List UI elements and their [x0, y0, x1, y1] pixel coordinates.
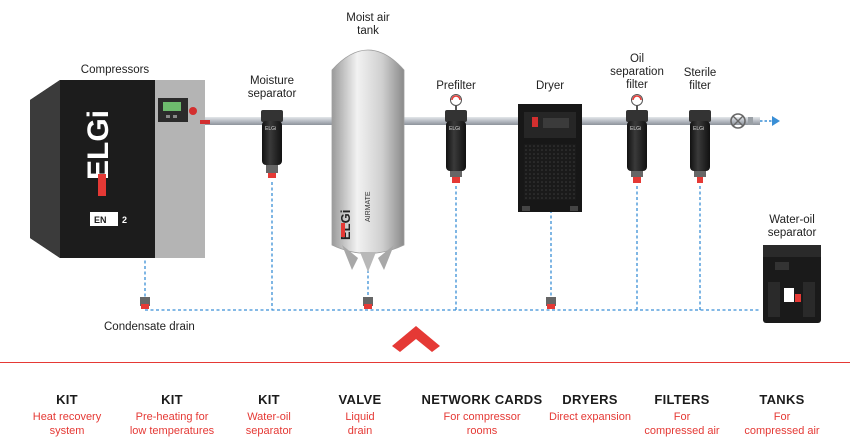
sterile-filter[interactable]: ELGi [689, 110, 711, 183]
compressor-unit[interactable]: ELGi EN 2 [30, 80, 210, 258]
svg-text:ELGi: ELGi [449, 126, 460, 132]
chevron-up-icon[interactable] [392, 322, 440, 352]
category-subtitle: For compressor rooms [443, 411, 521, 437]
category-subtitle: Pre-heating for low temperatures [129, 411, 215, 437]
condensate-drain-lines [144, 182, 760, 311]
label-water-oil-separator: Water-oil separator [767, 214, 817, 239]
category-subtitle: Direct expansion [549, 411, 631, 423]
category-title: DRYERS [562, 392, 618, 407]
condensate-drain-valve[interactable] [140, 297, 150, 309]
category-subtitle: For compressed air [644, 411, 720, 437]
main-air-pipe [205, 117, 760, 125]
elgi-logo: ELGi [82, 110, 115, 196]
divider [0, 362, 850, 363]
svg-text:ELGi: ELGi [82, 110, 115, 180]
category-title: VALVE [338, 392, 382, 407]
svg-text:AIRMATE: AIRMATE [365, 191, 372, 222]
condensate-drain-valve[interactable] [546, 297, 556, 309]
prefilter[interactable]: ELGi [445, 94, 467, 184]
category-title: KIT [56, 392, 78, 407]
compressed-air-system-diagram: ELGi EN 2 ELGi ELGi AIRMATE ELGi [30, 49, 821, 323]
outlet-valve[interactable] [730, 113, 753, 129]
oil-separation-filter[interactable]: ELGi [626, 94, 648, 184]
category-kit-heat-recovery[interactable]: KIT Heat recovery system [7, 392, 127, 438]
category-subtitle: Liquid drain [345, 411, 375, 437]
dryer[interactable] [518, 104, 582, 212]
category-dryers[interactable]: DRYERS Direct expansion [530, 392, 650, 424]
category-tanks[interactable]: TANKS For compressed air [722, 392, 842, 438]
svg-text:ELGi: ELGi [265, 126, 276, 132]
label-moisture-separator: Moisture separator [247, 75, 297, 100]
category-title: NETWORK CARDS [421, 392, 543, 407]
label-sterile-filter: Sterile filter [683, 67, 717, 92]
category-title: KIT [258, 392, 280, 407]
emergency-stop-button [189, 107, 197, 115]
label-compressors: Compressors [80, 64, 150, 76]
svg-text:EN: EN [94, 215, 107, 225]
water-oil-separator[interactable] [763, 245, 821, 323]
category-subtitle: For compressed air [744, 411, 820, 437]
category-network-cards[interactable]: NETWORK CARDS For compressor rooms [412, 392, 552, 438]
category-valve[interactable]: VALVE Liquid drain [300, 392, 420, 438]
category-kit-water-oil-separator[interactable]: KIT Water-oil separator [209, 392, 329, 438]
svg-text:ELGi: ELGi [630, 126, 641, 132]
label-moist-air-tank: Moist air tank [346, 12, 390, 37]
air-outlet-arrow-icon [760, 116, 780, 126]
category-subtitle: Heat recovery system [32, 411, 102, 437]
category-kit-pre-heating[interactable]: KIT Pre-heating for low temperatures [112, 392, 232, 438]
label-oil-separation-filter: Oil separation filter [610, 53, 664, 91]
moist-air-tank[interactable]: ELGi AIRMATE [331, 49, 405, 272]
label-dryer: Dryer [535, 80, 565, 92]
category-filters[interactable]: FILTERS For compressed air [622, 392, 742, 438]
svg-text:ELGi: ELGi [693, 126, 704, 132]
category-subtitle: Water-oil separator [245, 411, 293, 437]
model-badge [90, 212, 118, 226]
tank-logo: ELGi AIRMATE [338, 191, 372, 240]
label-condensate-drain: Condensate drain [104, 321, 195, 333]
label-prefilter: Prefilter [436, 80, 476, 92]
category-title: KIT [161, 392, 183, 407]
condensate-drain-valve[interactable] [363, 297, 373, 309]
svg-text:ELGi: ELGi [338, 210, 353, 240]
category-title: FILTERS [654, 392, 710, 407]
moisture-separator[interactable]: ELGi [261, 110, 283, 178]
svg-text:2: 2 [122, 215, 127, 225]
category-title: TANKS [759, 392, 805, 407]
